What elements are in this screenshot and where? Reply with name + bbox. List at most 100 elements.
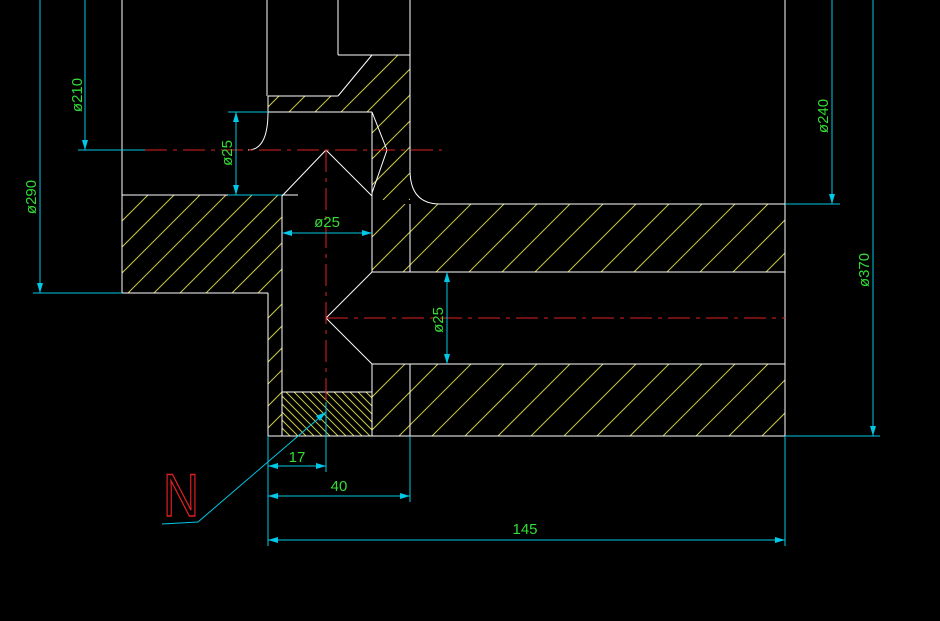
hatch-line bbox=[513, 55, 658, 200]
dim-d25-right: ø25 bbox=[430, 307, 447, 333]
hatch-line bbox=[268, 347, 282, 363]
hatch-line bbox=[278, 55, 410, 200]
hatch-line bbox=[402, 204, 472, 272]
hatch-line bbox=[392, 296, 532, 436]
dim-len40: 40 bbox=[331, 478, 348, 495]
hatch-line bbox=[695, 364, 769, 436]
hatch-line bbox=[596, 364, 670, 436]
hatch-line bbox=[122, 195, 149, 222]
dim-d25-mid: ø25 bbox=[314, 214, 340, 231]
hatch-line bbox=[461, 55, 606, 200]
hatch-line bbox=[349, 392, 372, 415]
hatch-line bbox=[699, 204, 769, 272]
hatch-line bbox=[468, 204, 538, 272]
hatch-line bbox=[348, 296, 488, 436]
hatch-line bbox=[563, 364, 637, 436]
hatch-line bbox=[732, 219, 785, 272]
hatch-line bbox=[633, 204, 703, 272]
hatch-line bbox=[629, 364, 703, 436]
hatch-line bbox=[309, 392, 355, 436]
hatch-line bbox=[356, 55, 410, 200]
hatch-line bbox=[317, 392, 363, 436]
hatch-line bbox=[231, 242, 282, 293]
dim-d370: ø370 bbox=[856, 253, 873, 287]
hatch-line bbox=[205, 216, 282, 293]
hatch-line bbox=[372, 364, 406, 398]
dimension-texts: ø210 ø290 ø25 ø25 ø25 ø240 ø370 17 40 14… bbox=[23, 78, 873, 538]
hatch-line bbox=[372, 364, 439, 431]
hatch-line bbox=[728, 379, 785, 436]
hatch-line bbox=[534, 204, 604, 272]
hatch-line bbox=[406, 392, 450, 436]
hatch-line bbox=[761, 412, 785, 436]
hatch-line bbox=[431, 364, 505, 436]
hatch-line bbox=[390, 392, 434, 436]
hatch-weld-pocket bbox=[282, 392, 450, 436]
hatch-line bbox=[268, 303, 282, 319]
hatch-line bbox=[336, 195, 434, 293]
weld-callout-letter: N bbox=[163, 462, 199, 529]
dim-d210: ø210 bbox=[69, 78, 86, 112]
hatch-line bbox=[333, 392, 372, 431]
hatch-line bbox=[268, 55, 295, 200]
hatch-line bbox=[153, 195, 253, 293]
dimension-arrows bbox=[37, 112, 876, 543]
hatch-line bbox=[281, 435, 282, 436]
hatch-line bbox=[372, 204, 406, 238]
hatch-line bbox=[284, 195, 382, 293]
hatch-line bbox=[341, 392, 372, 423]
hatch-line bbox=[501, 204, 571, 272]
centerlines bbox=[145, 149, 785, 402]
hatch-line bbox=[435, 55, 580, 200]
dimension-lines bbox=[33, 0, 880, 546]
hatch-line bbox=[293, 392, 339, 436]
hatch-line bbox=[282, 395, 323, 436]
hatch-line bbox=[408, 55, 410, 200]
hatch-line bbox=[374, 392, 418, 436]
hatch-line bbox=[530, 364, 604, 436]
hatch-line bbox=[268, 55, 347, 200]
hatch-line bbox=[282, 427, 291, 436]
hatch-line bbox=[497, 364, 571, 436]
hatch-line bbox=[285, 392, 331, 436]
hatch-line bbox=[765, 252, 785, 272]
hatch-line bbox=[179, 195, 279, 293]
hatch-line bbox=[464, 364, 538, 436]
hatch-line bbox=[282, 411, 307, 436]
hatch-line bbox=[666, 204, 736, 272]
hatch-line bbox=[122, 195, 175, 248]
hatch-right-lower bbox=[372, 364, 900, 436]
hatch-line bbox=[435, 204, 505, 272]
dim-d240: ø240 bbox=[815, 99, 832, 133]
hatch-line bbox=[382, 55, 410, 200]
hatch-top-wedge bbox=[268, 55, 684, 200]
section-hatching bbox=[122, 55, 900, 436]
hatch-line bbox=[539, 55, 684, 200]
hatch-line bbox=[257, 268, 282, 293]
hatch-line bbox=[600, 204, 670, 272]
hatch-line bbox=[268, 55, 269, 200]
hatch-line bbox=[268, 55, 321, 200]
hatch-line bbox=[282, 419, 299, 436]
hatch-line bbox=[398, 364, 472, 436]
hatch-line bbox=[268, 296, 269, 297]
hatch-line bbox=[567, 204, 637, 272]
hatch-line bbox=[268, 325, 282, 341]
part-outline bbox=[40, 0, 786, 437]
hatch-line bbox=[330, 55, 410, 200]
hatch-line bbox=[325, 392, 371, 436]
hatch-line bbox=[357, 392, 372, 407]
dim-d290: ø290 bbox=[23, 180, 40, 214]
hatch-line bbox=[828, 364, 900, 436]
hatch-line bbox=[398, 392, 442, 436]
hatch-right-upper bbox=[372, 204, 785, 272]
hatch-line bbox=[487, 55, 632, 200]
hatch-left-block bbox=[122, 195, 434, 293]
hatch-line bbox=[268, 413, 282, 429]
dim-len145: 145 bbox=[512, 521, 537, 538]
hatch-line bbox=[127, 195, 227, 293]
hatch-line bbox=[310, 195, 408, 293]
hatch-line bbox=[795, 364, 867, 436]
dim-d25-upper: ø25 bbox=[219, 140, 236, 166]
